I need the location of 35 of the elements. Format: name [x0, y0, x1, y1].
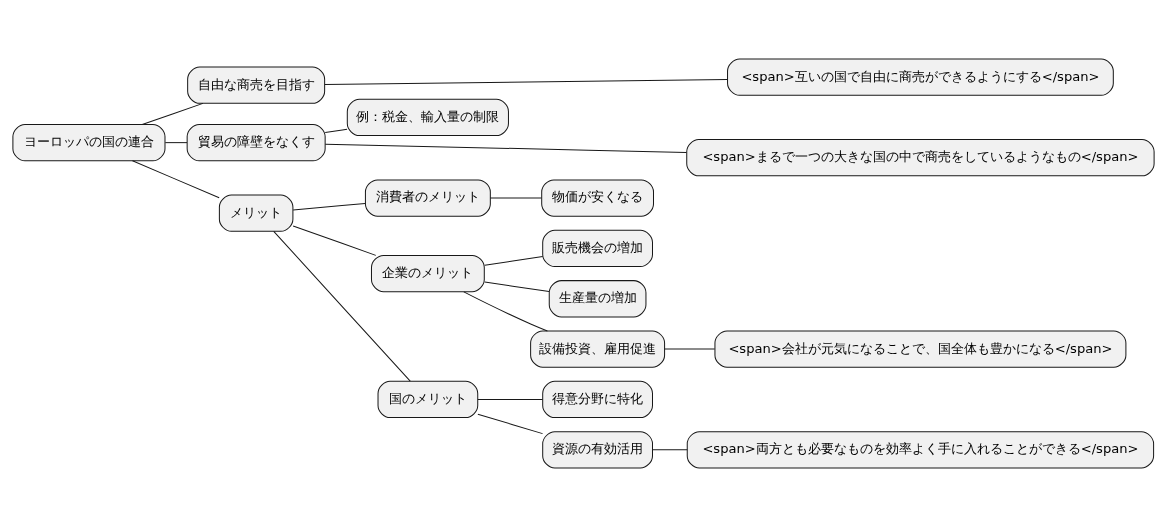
node-box: 貿易の障壁をなくす: [186, 124, 326, 162]
connector: [463, 291, 548, 332]
connector: [324, 79, 728, 85]
connector: [292, 203, 366, 211]
node-box: 設備投資、雇用促進: [530, 330, 666, 368]
node-box: <span>互いの国で自由に商売ができるようにする</span>: [727, 58, 1114, 96]
connector: [477, 398, 544, 400]
node-box: <span>両方とも必要なものを効率よく手に入れることができる</span>: [686, 431, 1155, 469]
node-box: 企業のメリット: [370, 254, 485, 293]
node-box: 資源の有効活用: [542, 431, 653, 469]
node-box: <span>まるで一つの大きな国の中で商売をしているようなもの</span>: [686, 139, 1155, 177]
connector: [324, 143, 687, 153]
node-box: 得意分野に特化: [542, 380, 653, 419]
node-box: 消費者のメリット: [364, 179, 491, 217]
node-box: 物価が安くなる: [541, 179, 654, 217]
connector: [484, 255, 544, 266]
node-box: 自由な商売を目指す: [187, 66, 326, 104]
connector: [664, 348, 716, 350]
connector: [484, 281, 550, 293]
connector: [477, 413, 544, 435]
node-box: ヨーロッパの国の連合: [12, 124, 166, 162]
node-box: 例：税金、輸入量の制限: [346, 98, 509, 137]
connector: [132, 160, 220, 199]
node-box: <span>会社が元気になることで、国全体も豊かになる</span>: [714, 330, 1127, 368]
node-box: メリット: [218, 194, 294, 232]
node-box: 販売機会の増加: [542, 229, 653, 268]
node-box: 国のメリット: [377, 380, 479, 419]
connector: [164, 142, 188, 144]
connector: [489, 197, 542, 199]
node-box: 生産量の増加: [548, 280, 647, 318]
connector: [292, 225, 377, 256]
connector: [652, 449, 688, 451]
connector: [324, 128, 348, 134]
connector: [141, 102, 204, 125]
connector: [273, 230, 411, 382]
